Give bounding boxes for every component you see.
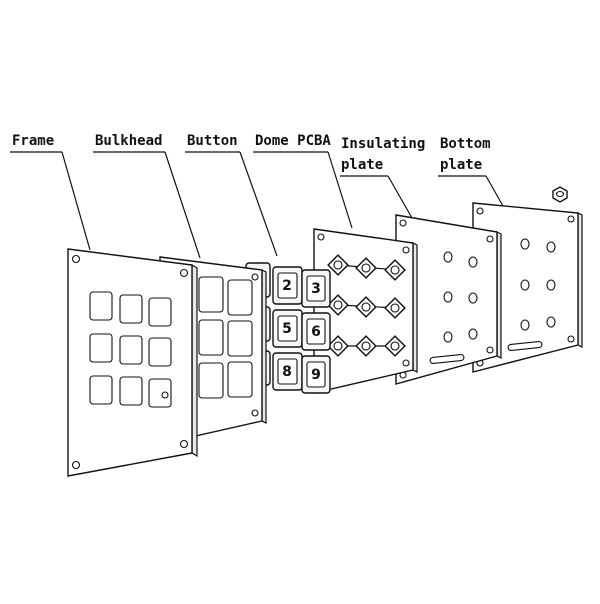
label-dome-pcba: Dome PCBA xyxy=(255,133,331,149)
bulkhead-openings xyxy=(198,276,253,399)
label-insulating-plate-line2: plate xyxy=(341,157,384,173)
button-digit: 6 xyxy=(311,324,321,340)
button-digit: 8 xyxy=(282,364,292,380)
button-digit: 3 xyxy=(311,281,321,297)
bottom-plate-holes xyxy=(520,238,556,331)
label-frame: Frame xyxy=(12,133,55,149)
insulating-plate-holes xyxy=(443,251,478,343)
button-digit: 2 xyxy=(282,278,292,294)
frame-openings xyxy=(89,291,172,408)
leader-lines xyxy=(10,151,504,259)
button-digit: 5 xyxy=(282,321,292,337)
hex-nut xyxy=(552,186,568,203)
label-bottom-plate-line2: plate xyxy=(440,157,483,173)
label-bottom-plate-line1: Bottom xyxy=(440,136,491,152)
label-bulkhead: Bulkhead xyxy=(95,133,163,149)
button-column-3 xyxy=(301,269,331,394)
dome-switches xyxy=(327,254,406,357)
button-digit: 9 xyxy=(311,367,321,383)
dome-row-2 xyxy=(327,294,406,319)
dome-row-1 xyxy=(327,254,406,281)
dome-pcba xyxy=(313,228,418,394)
dome-row-3 xyxy=(327,335,406,357)
label-button: Button xyxy=(187,133,238,149)
label-insulating-plate-line1: Insulating xyxy=(341,136,426,152)
button-column-2 xyxy=(272,266,303,391)
frame xyxy=(67,248,198,477)
